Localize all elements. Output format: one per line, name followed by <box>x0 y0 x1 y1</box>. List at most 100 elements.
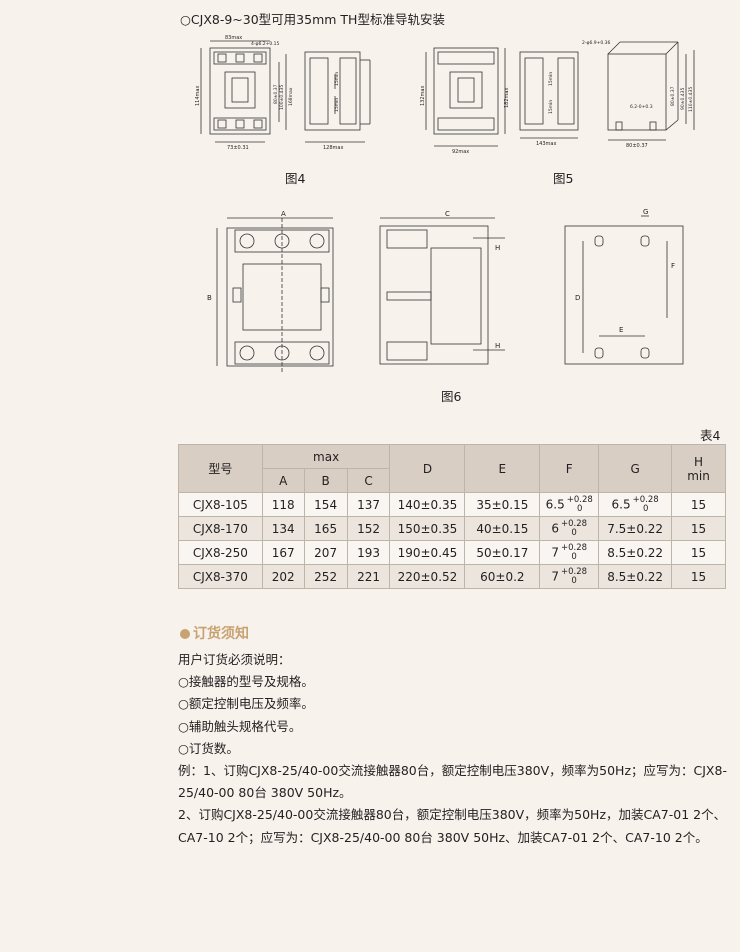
header-max: max <box>261 444 391 469</box>
header-h: H min <box>671 444 726 493</box>
header-h-sub: min <box>687 468 710 483</box>
cell-h: 15 <box>671 540 726 565</box>
cell-f-low: 0 <box>571 575 577 586</box>
cell-f-low: 0 <box>571 527 577 538</box>
cell-d: 150±0.35 <box>389 516 466 541</box>
dim-hole: 4-φ6.2+0.15 <box>251 41 280 47</box>
dim-15min-a: 15min <box>334 72 340 86</box>
dim-15min-c: 15min <box>548 72 554 86</box>
dim-15min-d: 15min <box>548 100 554 114</box>
cell-d: 140±0.35 <box>389 492 466 517</box>
fig6-label-b: B <box>207 294 212 302</box>
cell-a: 134 <box>261 516 305 541</box>
cell-g-low: 0 <box>642 503 649 514</box>
cell-a: 202 <box>261 564 305 589</box>
fig6-label-f: F <box>671 262 675 270</box>
fig6-label-g: G <box>643 208 648 216</box>
fig6-label-e: E <box>619 326 623 334</box>
dim-110: 110±0.435 <box>688 87 694 112</box>
header-e: E <box>464 444 541 493</box>
figure-4-caption: 图4 <box>285 171 306 186</box>
dim-73: 73±0.31 <box>227 145 249 151</box>
ordering-item: ○辅助触头规格代号。 <box>178 718 302 734</box>
cell-c: 221 <box>346 564 391 589</box>
figure-6-caption: 图6 <box>441 389 462 404</box>
dim-80: 80±0.37 <box>273 84 279 104</box>
header-a: A <box>261 468 305 493</box>
cell-model: CJX8-370 <box>178 564 263 589</box>
cell-f-low: 0 <box>577 503 583 514</box>
cell-model: CJX8-170 <box>178 516 263 541</box>
dim-62: 6.2-0+0.3 <box>630 104 653 110</box>
fig6-label-h-top: H <box>495 244 500 252</box>
cell-h: 15 <box>671 516 726 541</box>
figure-6-drawing: A B C H H G F D E <box>207 208 684 373</box>
ordering-title: 订货须知 <box>180 623 249 643</box>
fig6-label-c: C <box>445 210 450 218</box>
dim-92max: 92max <box>452 149 469 155</box>
dim-168max: 168max <box>288 87 294 106</box>
cell-g: 8.5±0.22 <box>598 540 673 565</box>
ordering-example-1: 例：1、订购CJX8-25/40-00交流接触器80台，额定控制电压380V，频… <box>178 763 727 801</box>
table-row: CJX8-370 202 252 221 220±0.52 60±0.2 7+0… <box>178 564 726 589</box>
header-g: G <box>598 444 673 493</box>
cell-f-up: +0.28 <box>561 518 588 529</box>
section-heading: ○CJX8-9~30型可用35mm TH型标准导轨安装 <box>180 12 445 27</box>
figure-5-drawing: 132max 182max 92max 15min 15min 143max 2… <box>420 40 695 155</box>
ordering-example-2: 2、订购CJX8-25/40-00交流接触器80台，额定控制电压380V，频率为… <box>178 807 727 845</box>
dim-132max: 132max <box>420 86 426 106</box>
cell-f-up: +0.28 <box>566 494 593 505</box>
bullet-dot-icon <box>180 629 190 639</box>
cell-e: 60±0.2 <box>464 564 541 589</box>
fig6-label-d: D <box>575 294 580 302</box>
figure-5-caption: 图5 <box>553 171 574 186</box>
header-c: C <box>346 468 391 493</box>
cell-h: 15 <box>671 492 726 517</box>
cell-g-base: 6.5 <box>611 497 631 511</box>
cell-b: 165 <box>303 516 348 541</box>
spec-table: 型号 max D E F G H min A B C CJX8-105 118 … <box>178 444 726 589</box>
dim-128max: 128max <box>323 145 343 151</box>
cell-c: 152 <box>346 516 391 541</box>
cell-f-base: 6 <box>551 521 560 535</box>
cell-e: 35±0.15 <box>464 492 541 517</box>
dim-15min-b: 15min <box>334 98 340 112</box>
cell-f-up: +0.28 <box>561 542 588 553</box>
cell-c: 193 <box>346 540 391 565</box>
table-row: CJX8-250 167 207 193 190±0.45 50±0.17 7+… <box>178 540 726 565</box>
cell-d: 190±0.45 <box>389 540 466 565</box>
cell-h: 15 <box>671 564 726 589</box>
figure-4-drawing: 83max 4-φ6.2+0.15 114max 80±0.37 100±0.4… <box>195 35 371 151</box>
cell-g: 7.5±0.22 <box>598 516 673 541</box>
header-h-label: H <box>694 454 704 469</box>
cell-f-up: +0.28 <box>561 566 588 577</box>
ordering-item: ○订货数。 <box>178 740 239 756</box>
cell-f-base: 7 <box>551 545 560 559</box>
cell-e: 50±0.17 <box>464 540 541 565</box>
header-d: D <box>389 444 466 493</box>
header-model: 型号 <box>178 444 263 493</box>
ordering-intro: 用户订货必须说明： <box>178 652 291 667</box>
table-row: CJX8-170 134 165 152 150±0.35 40±0.15 6+… <box>178 516 726 541</box>
cell-f-base: 6.5 <box>545 497 565 511</box>
dim-114max: 114max <box>195 86 201 106</box>
dim-100: 100±0.435 <box>279 85 285 110</box>
header-f: F <box>539 444 600 493</box>
header-b: B <box>303 468 348 493</box>
dim-182max: 182max <box>504 88 510 108</box>
cell-g: 8.5±0.22 <box>598 564 673 589</box>
table-number: 表4 <box>700 428 721 443</box>
cell-f-base: 7 <box>551 569 560 583</box>
cell-model: CJX8-105 <box>178 492 263 517</box>
cell-c: 137 <box>346 492 391 517</box>
cell-b: 252 <box>303 564 348 589</box>
ordering-title-text: 订货须知 <box>193 626 249 642</box>
cell-a: 167 <box>261 540 305 565</box>
cell-g-up: +0.28 <box>632 494 659 505</box>
cell-model: CJX8-250 <box>178 540 263 565</box>
fig6-label-a: A <box>281 210 286 218</box>
